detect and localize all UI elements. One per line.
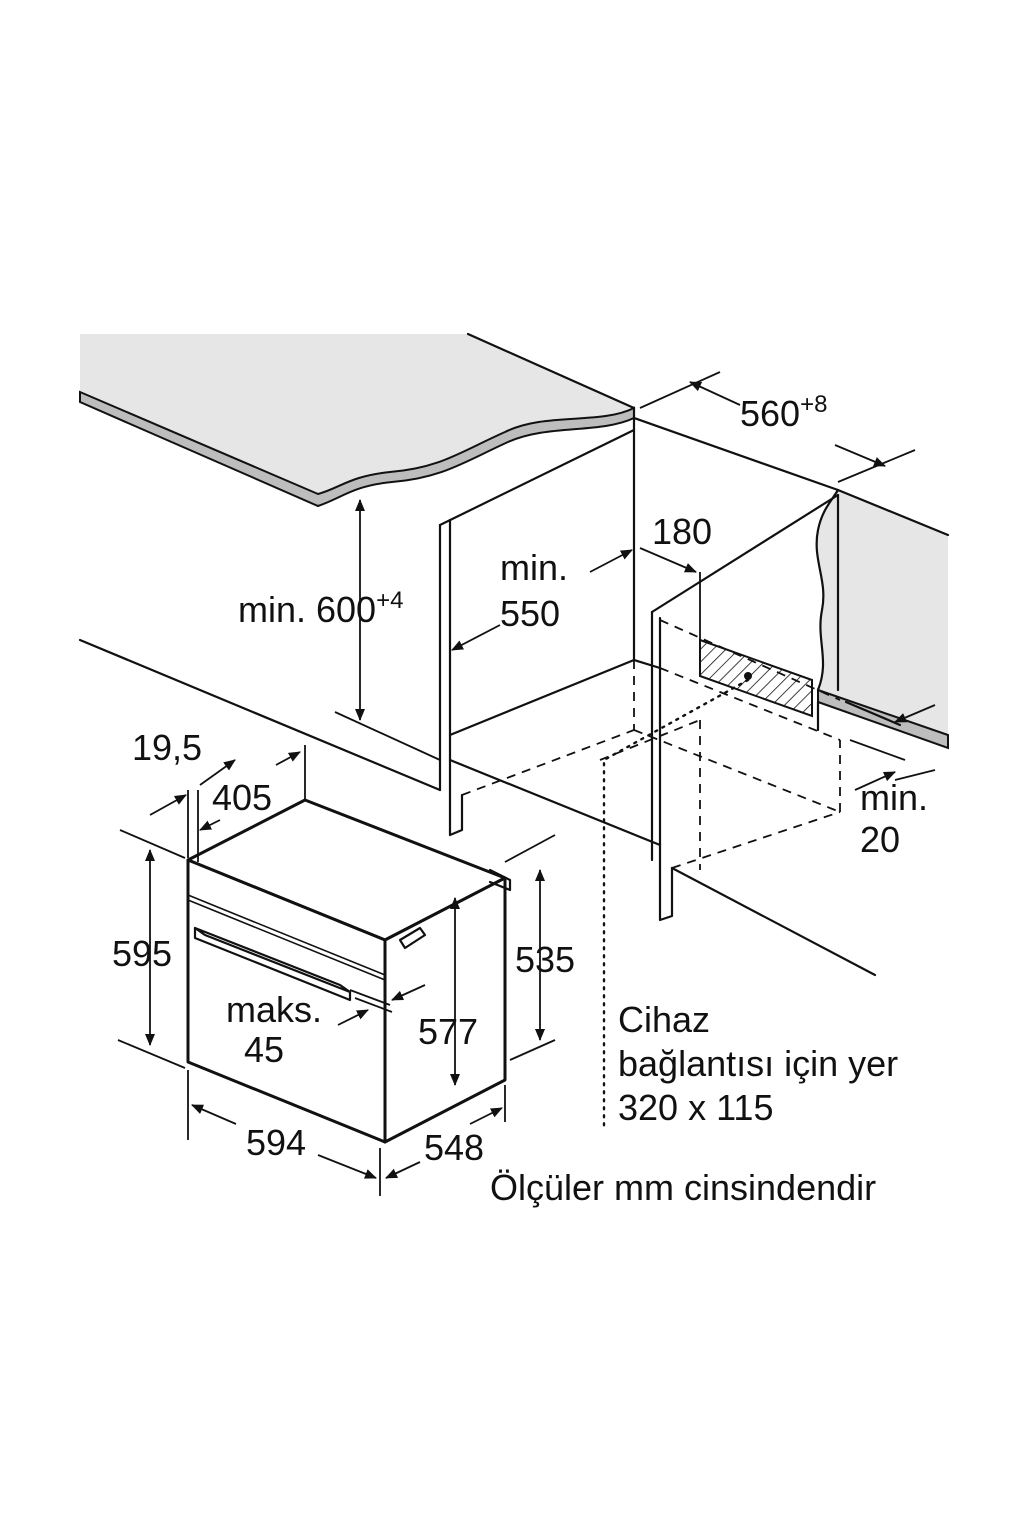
label-door-projection-2: 45: [244, 1029, 284, 1070]
connection-note-line1: Cihaz: [618, 999, 710, 1040]
worktop-right: [815, 488, 950, 750]
label-niche-depth-1: min.: [500, 547, 568, 588]
units-note: Ölçüler mm cinsindendir: [490, 1167, 876, 1208]
label-side-gap-2: 20: [860, 819, 900, 860]
dimension-lines: [117, 371, 936, 1196]
label-oven-body-height: 577: [418, 1011, 478, 1052]
label-niche-depth-2: 550: [500, 593, 560, 634]
dimension-labels: 560+8 min. 600+4 min. 550 180 min. 20 19…: [112, 391, 928, 1168]
oven: [186, 798, 512, 1144]
label-handle-depth: 405: [212, 777, 272, 818]
connection-note: Cihaz bağlantısı için yer 320 x 115: [618, 999, 898, 1128]
label-oven-width: 594: [246, 1122, 306, 1163]
worktop-left: [79, 332, 636, 508]
label-front-offset: 19,5: [132, 727, 202, 768]
label-oven-depth: 548: [424, 1127, 484, 1168]
label-vent-depth: 180: [652, 511, 712, 552]
connection-box: [602, 638, 813, 1132]
label-niche-height: min. 600+4: [238, 587, 403, 630]
connection-note-line2: bağlantısı için yer: [618, 1043, 898, 1084]
label-niche-width: 560+8: [740, 391, 827, 434]
label-door-projection-1: maks.: [226, 989, 322, 1030]
connection-note-line3: 320 x 115: [618, 1087, 773, 1128]
label-oven-body-height-rear: 535: [515, 939, 575, 980]
cabinet-lines: [78, 406, 902, 977]
label-oven-height: 595: [112, 933, 172, 974]
label-side-gap-1: min.: [860, 777, 928, 818]
